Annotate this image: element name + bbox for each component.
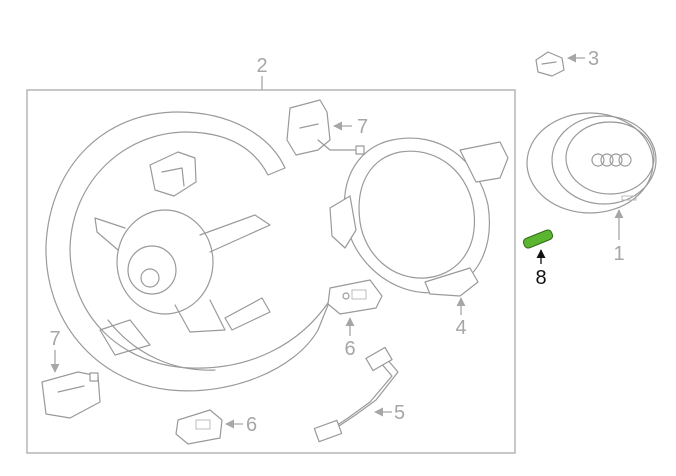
screw: [535, 51, 565, 77]
highlighted-part-8: [522, 229, 554, 249]
rings-logo-icon: [591, 153, 632, 167]
bracket-left: [41, 371, 101, 419]
label-7-left: 7: [49, 328, 60, 350]
label-8: 8: [535, 267, 546, 289]
label-5: 5: [394, 402, 405, 424]
label-2: 2: [256, 55, 267, 77]
label-3: 3: [588, 48, 599, 70]
label-1: 1: [613, 243, 624, 265]
label-7-top: 7: [357, 116, 368, 138]
switch-mid: [327, 279, 383, 315]
steering-wheel: [45, 111, 331, 392]
label-6-lower: 6: [246, 414, 257, 436]
assembly-box: [26, 76, 516, 454]
label-6-mid: 6: [344, 338, 355, 360]
wiring-harness: [313, 346, 399, 443]
bracket-top: [286, 99, 365, 156]
label-4: 4: [455, 317, 466, 339]
trim-cover: [329, 137, 509, 297]
airbag-module: [526, 112, 657, 214]
switch-lower: [175, 409, 223, 445]
